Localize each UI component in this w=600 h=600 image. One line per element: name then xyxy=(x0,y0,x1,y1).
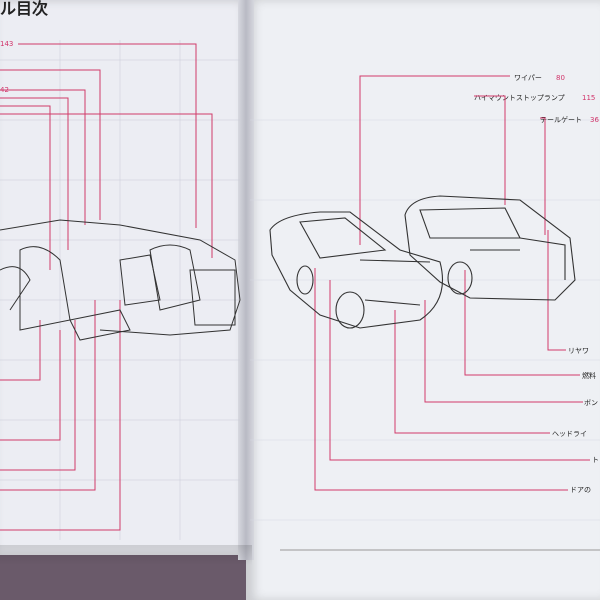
interior-drawing xyxy=(0,219,241,341)
callout-label-door: ドアの xyxy=(570,486,591,494)
left-page xyxy=(0,0,250,555)
page-shadow xyxy=(0,545,252,565)
callout-page-wiper: 80 xyxy=(556,74,565,82)
wagon-drawing xyxy=(404,195,576,301)
callout-page-tailgate: 36 xyxy=(590,116,599,124)
callout-page-high-mount: 115 xyxy=(582,94,595,102)
book-gutter xyxy=(238,0,254,560)
right-leader-lines xyxy=(314,75,590,491)
callout-label-fuel: 燃料 xyxy=(582,371,596,380)
callout-label-to: ト xyxy=(592,456,599,464)
left-page-ref-1: 143 xyxy=(0,40,13,48)
callout-label-high-mount: ハイマウントストップランプ xyxy=(474,94,565,102)
callout-label-rear: リヤワ xyxy=(568,347,589,355)
callout-label-tailgate: テールゲート xyxy=(540,115,582,124)
callout-label-bonnet: ボン xyxy=(584,399,598,407)
callout-label-wiper: ワイパー xyxy=(514,74,542,82)
sedan-drawing xyxy=(269,211,444,329)
left-page-title: ル目次 xyxy=(0,0,48,18)
left-leader-lines xyxy=(0,43,213,531)
callout-label-headlight: ヘッドライ xyxy=(552,430,587,438)
